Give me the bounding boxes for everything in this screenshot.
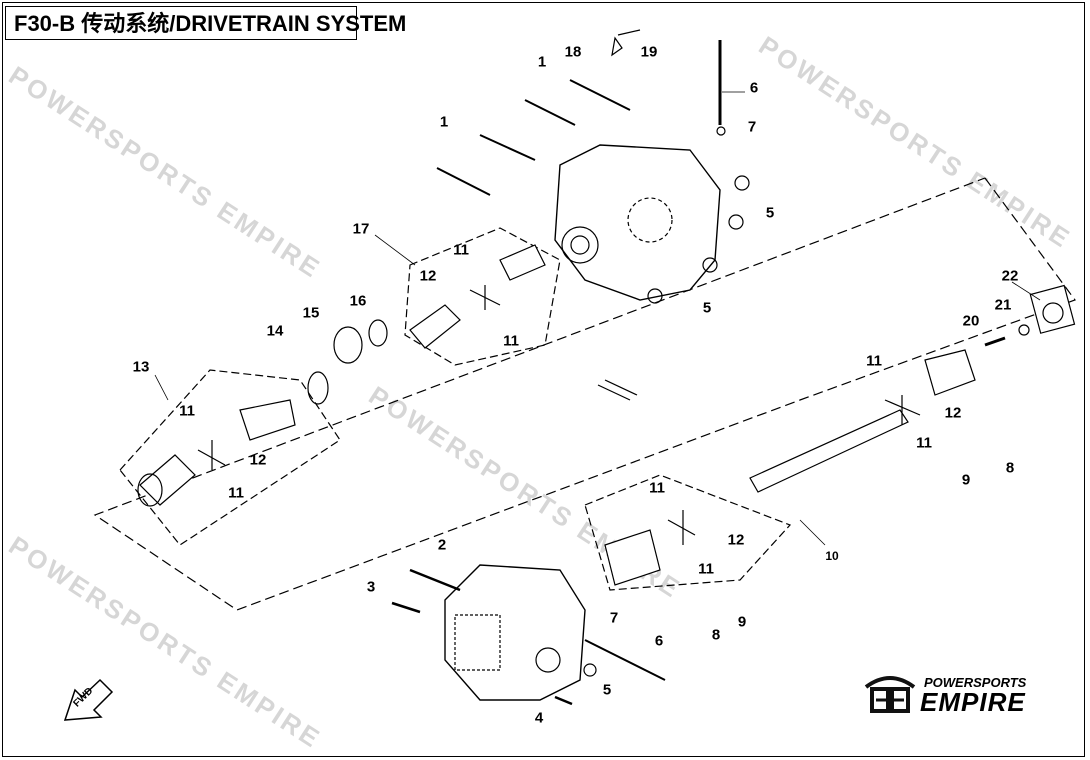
nut-5 [583, 663, 597, 677]
logo-line-1: POWERSPORTS [924, 675, 1027, 690]
bolt-3 [391, 601, 421, 614]
callout-label: 16 [349, 292, 367, 310]
bolt-1 [436, 79, 631, 196]
break-mark [604, 379, 638, 396]
gearcase-output-flange [561, 226, 599, 264]
prop-shaft-10 [749, 409, 909, 493]
callout-label: 8 [711, 626, 721, 644]
callout-label: 19 [640, 43, 658, 61]
fwd-arrow-icon [63, 678, 114, 721]
callout-label: 17 [352, 220, 370, 238]
callout-label: 18 [564, 43, 582, 61]
callout-label: 11 [649, 479, 665, 497]
callout-label: 7 [609, 609, 619, 627]
u-joint-cross [469, 285, 501, 310]
clip-18 [611, 36, 623, 57]
logo-line-2: EMPIRE [920, 687, 1026, 717]
flange-front [604, 529, 661, 586]
rings-14-16 [307, 319, 388, 405]
callout-label: 11 [698, 560, 714, 578]
flange-yoke [924, 349, 976, 396]
group-13-outline [119, 369, 341, 546]
callout-label: 11 [179, 402, 195, 420]
callout-label: 7 [747, 118, 757, 136]
callout-label: 11 [228, 484, 244, 502]
callout-label: 12 [249, 451, 267, 469]
callout-label: 11 [503, 332, 519, 350]
callout-label: 5 [765, 204, 775, 222]
assembly-outline [93, 177, 1076, 611]
callout-label: 12 [944, 404, 962, 422]
front-gearcase [444, 564, 586, 701]
callout-label: 11 [453, 241, 469, 259]
callout-label: 9 [961, 471, 971, 489]
callout-label: 11 [866, 352, 882, 370]
callout-label: 1 [439, 113, 449, 131]
page-title: F30-B 传动系统/DRIVETRAIN SYSTEM [5, 6, 406, 40]
yoke-13 [139, 454, 196, 506]
group-10-outline [584, 474, 792, 591]
callout-label: 21 [994, 296, 1012, 314]
callout-label: 22 [1001, 267, 1019, 285]
rear-gearcase [554, 144, 721, 301]
gearcase-grille [454, 614, 501, 671]
callout-label: 11 [916, 434, 932, 452]
callout-label: 6 [654, 632, 664, 650]
washer-21 [1018, 324, 1030, 336]
yoke-17 [409, 304, 461, 349]
rod-6 [584, 639, 666, 681]
break-mark [597, 384, 631, 401]
callout-label: 10 [825, 549, 839, 563]
leader-lines [154, 91, 1041, 546]
brand-logo: POWERSPORTS EMPIRE [862, 673, 1062, 717]
callout-label: 2 [437, 536, 447, 554]
callout-label: 1 [537, 53, 547, 71]
flange-22 [1029, 284, 1076, 334]
nuts-5 [647, 175, 750, 304]
bolt-2 [409, 568, 461, 592]
wing-emblem-icon [864, 676, 916, 713]
callout-label: 9 [737, 613, 747, 631]
callout-label: 12 [727, 531, 745, 549]
callout-label: 15 [302, 304, 320, 322]
callout-label: 8 [1005, 459, 1015, 477]
callout-label: 4 [534, 709, 544, 727]
group-17-outline [404, 227, 561, 366]
callout-label: 5 [702, 299, 712, 317]
bolt-4 [554, 695, 573, 706]
callout-label: 13 [132, 358, 150, 376]
bolt-20 [984, 336, 1006, 347]
callout-label: 3 [366, 578, 376, 596]
callout-label: 5 [602, 681, 612, 699]
callout-label: 6 [749, 79, 759, 97]
callout-label: 12 [419, 267, 437, 285]
wire-19 [617, 29, 641, 36]
callout-label: 20 [962, 312, 980, 330]
nut-7 [716, 126, 726, 136]
callout-label: 14 [266, 322, 284, 340]
